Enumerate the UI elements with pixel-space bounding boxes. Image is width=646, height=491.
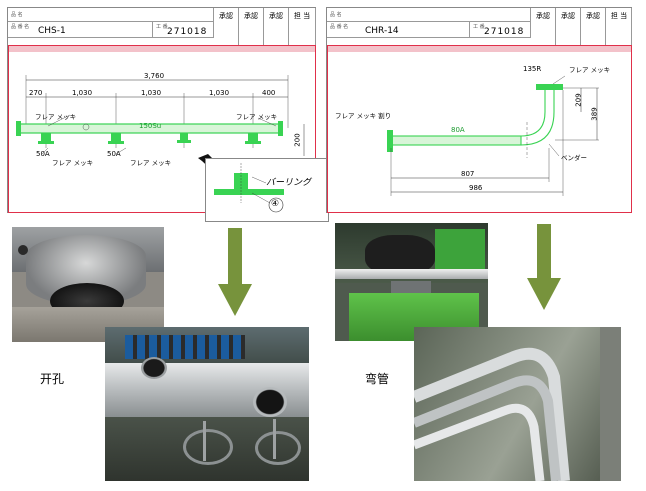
- caption-bending: 弯管: [365, 372, 390, 386]
- bent-pipes-shapes: [414, 327, 621, 481]
- right-work-label: 工 番: [473, 24, 485, 30]
- left-branch-label: 50A: [107, 150, 121, 158]
- left-dim-seg: 1,030: [209, 89, 230, 97]
- detail-inset: バーリング ④: [205, 158, 329, 222]
- right-approval-label: 承認: [536, 12, 550, 20]
- right-dim-389: 389: [590, 107, 599, 121]
- left-name-row: 品 名: [8, 8, 214, 22]
- right-pipe-label: 80A: [451, 126, 465, 134]
- left-dim-seg: 1,030: [141, 89, 162, 97]
- left-dim-seg: 1,030: [72, 89, 93, 97]
- right-bend-label: ベンダー: [561, 154, 587, 162]
- left-callout: フレア メッキ: [236, 113, 278, 121]
- left-partno-cell: 品 番 名 CHS-1: [8, 22, 153, 38]
- left-approval-label: 承認: [269, 12, 283, 20]
- right-approval-label: 担 当: [610, 12, 628, 20]
- left-pipe-label: 150Su: [139, 122, 162, 130]
- left-name-label: 品 名: [11, 12, 23, 18]
- right-partno-cell: 品 番 名 CHR-14: [327, 22, 470, 38]
- left-callout: フレア メッキ: [130, 159, 172, 167]
- right-name-row: 品 名: [327, 8, 531, 22]
- left-approval-label: 承認: [244, 12, 258, 20]
- left-work-number: 271018: [167, 27, 208, 37]
- left-down-arrow: [218, 228, 252, 316]
- left-dim-seg: 270: [29, 89, 43, 97]
- left-dim-seg: 400: [262, 89, 276, 97]
- detail-burring-drawing: [214, 163, 284, 213]
- right-drawing-frame: [327, 45, 632, 213]
- drilled-pipe-photo: [105, 327, 309, 481]
- right-workno-cell: 工 番 271018: [470, 22, 531, 38]
- caption-drilling: 开孔: [40, 372, 65, 386]
- right-frame-title-strip: [328, 46, 631, 52]
- bending-machine-photo: [335, 223, 488, 341]
- right-approval-label: 承認: [586, 12, 600, 20]
- right-dim-986: 986: [469, 184, 483, 192]
- right-work-number: 271018: [484, 27, 525, 37]
- left-height-dim: 200: [293, 133, 302, 147]
- left-branch-label: 50A: [36, 150, 50, 158]
- left-approval-label: 承認: [219, 12, 233, 20]
- left-code-label: 品 番 名: [11, 24, 30, 30]
- right-down-arrow: [527, 224, 561, 310]
- right-code-label: 品 番 名: [330, 24, 349, 30]
- left-part-number: CHS-1: [38, 26, 66, 36]
- left-drawing-sheet: 品 名 品 番 名 CHS-1 工 番 271018 承認 承認 承認 担 当: [7, 7, 316, 213]
- left-workno-cell: 工 番 271018: [153, 22, 214, 38]
- left-work-label: 工 番: [156, 24, 168, 30]
- right-left-callout: フレア メッキ 割り: [335, 112, 392, 120]
- left-drawing-frame: [8, 45, 316, 213]
- left-callout: フレア メッキ: [52, 159, 94, 167]
- detail-circle-number: ④: [271, 199, 280, 209]
- right-top-label: 135R: [523, 65, 542, 73]
- right-part-number: CHR-14: [365, 26, 399, 36]
- right-drawing-sheet: 品 名 品 番 名 CHR-14 工 番 271018 承認 承認 承認 担 当: [326, 7, 632, 213]
- right-pipe-drawing: [387, 75, 599, 196]
- right-approval-label: 承認: [561, 12, 575, 20]
- right-dim-209: 209: [574, 93, 583, 107]
- right-name-label: 品 名: [330, 12, 342, 18]
- bent-pipes-photo: [414, 327, 621, 481]
- left-callout: フレア メッキ: [35, 113, 77, 121]
- left-approval-label: 担 当: [293, 12, 311, 20]
- left-dim-total: 3,760: [144, 72, 165, 80]
- right-top-callout: フレア メッキ: [569, 66, 611, 74]
- detail-burring-label: バーリング: [266, 178, 312, 188]
- left-frame-title-strip: [9, 46, 315, 52]
- right-dim-807: 807: [461, 170, 475, 178]
- drilling-machine-photo: [12, 227, 164, 342]
